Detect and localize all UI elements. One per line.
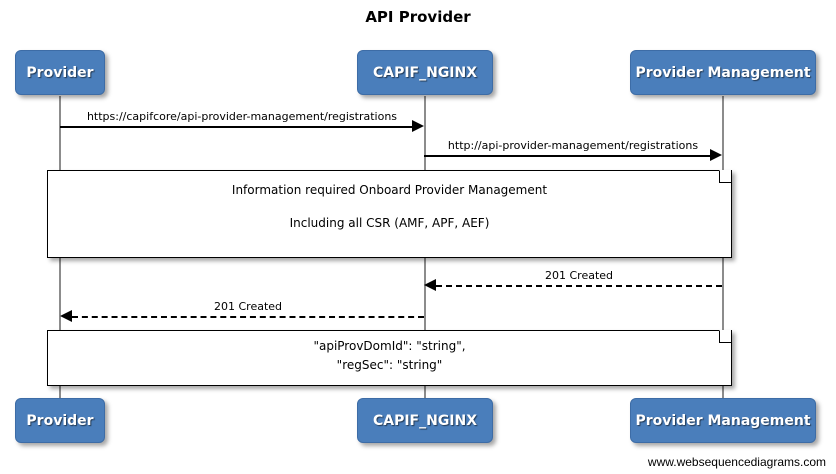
note-information-required: Information required Onboard Provider Ma… [47, 170, 732, 258]
message-4-line [72, 316, 424, 318]
message-2-arrowhead-icon [710, 149, 722, 161]
note-2-line-2: "regSec": "string" [336, 358, 443, 372]
note-2-fold-corner-icon [719, 330, 731, 343]
participant-capif-nginx-bottom[interactable]: CAPIF_NGINX [357, 398, 493, 443]
participant-provider-top-label: Provider [26, 64, 94, 81]
message-4-label: 201 Created [213, 300, 283, 313]
participant-capif-nginx-bottom-label: CAPIF_NGINX [372, 412, 478, 429]
participant-provider-bottom[interactable]: Provider [15, 398, 105, 443]
note-response-payload: "apiProvDomId": "string", "regSec": "str… [47, 330, 732, 386]
participant-provider-top[interactable]: Provider [15, 50, 105, 95]
message-2-line [424, 155, 710, 157]
message-2-label: http://api-provider-management/registrat… [447, 139, 699, 152]
message-1-line [60, 126, 412, 128]
note-1-line-2: Including all CSR (AMF, APF, AEF) [289, 216, 490, 230]
message-1-label: https://capifcore/api-provider-managemen… [86, 110, 398, 123]
diagram-title: API Provider [365, 8, 471, 26]
message-1-arrowhead-icon [412, 120, 424, 132]
participant-provider-management-top[interactable]: Provider Management [630, 50, 816, 95]
note-1-line-1: Information required Onboard Provider Ma… [231, 183, 548, 197]
note-fold-corner-icon [719, 170, 731, 183]
participant-provider-management-top-label: Provider Management [635, 64, 811, 81]
participant-capif-nginx-top-label: CAPIF_NGINX [372, 64, 478, 81]
participant-provider-management-bottom-label: Provider Management [635, 412, 811, 429]
message-3-label: 201 Created [544, 269, 614, 282]
participant-provider-management-bottom[interactable]: Provider Management [630, 398, 816, 443]
note-2-line-1: "apiProvDomId": "string", [313, 339, 466, 353]
message-3-line [436, 285, 722, 287]
message-4-arrowhead-icon [60, 310, 72, 322]
participant-provider-bottom-label: Provider [26, 412, 94, 429]
message-3-arrowhead-icon [424, 279, 436, 291]
participant-capif-nginx-top[interactable]: CAPIF_NGINX [357, 50, 493, 95]
footer-credit: www.websequencediagrams.com [647, 455, 826, 469]
